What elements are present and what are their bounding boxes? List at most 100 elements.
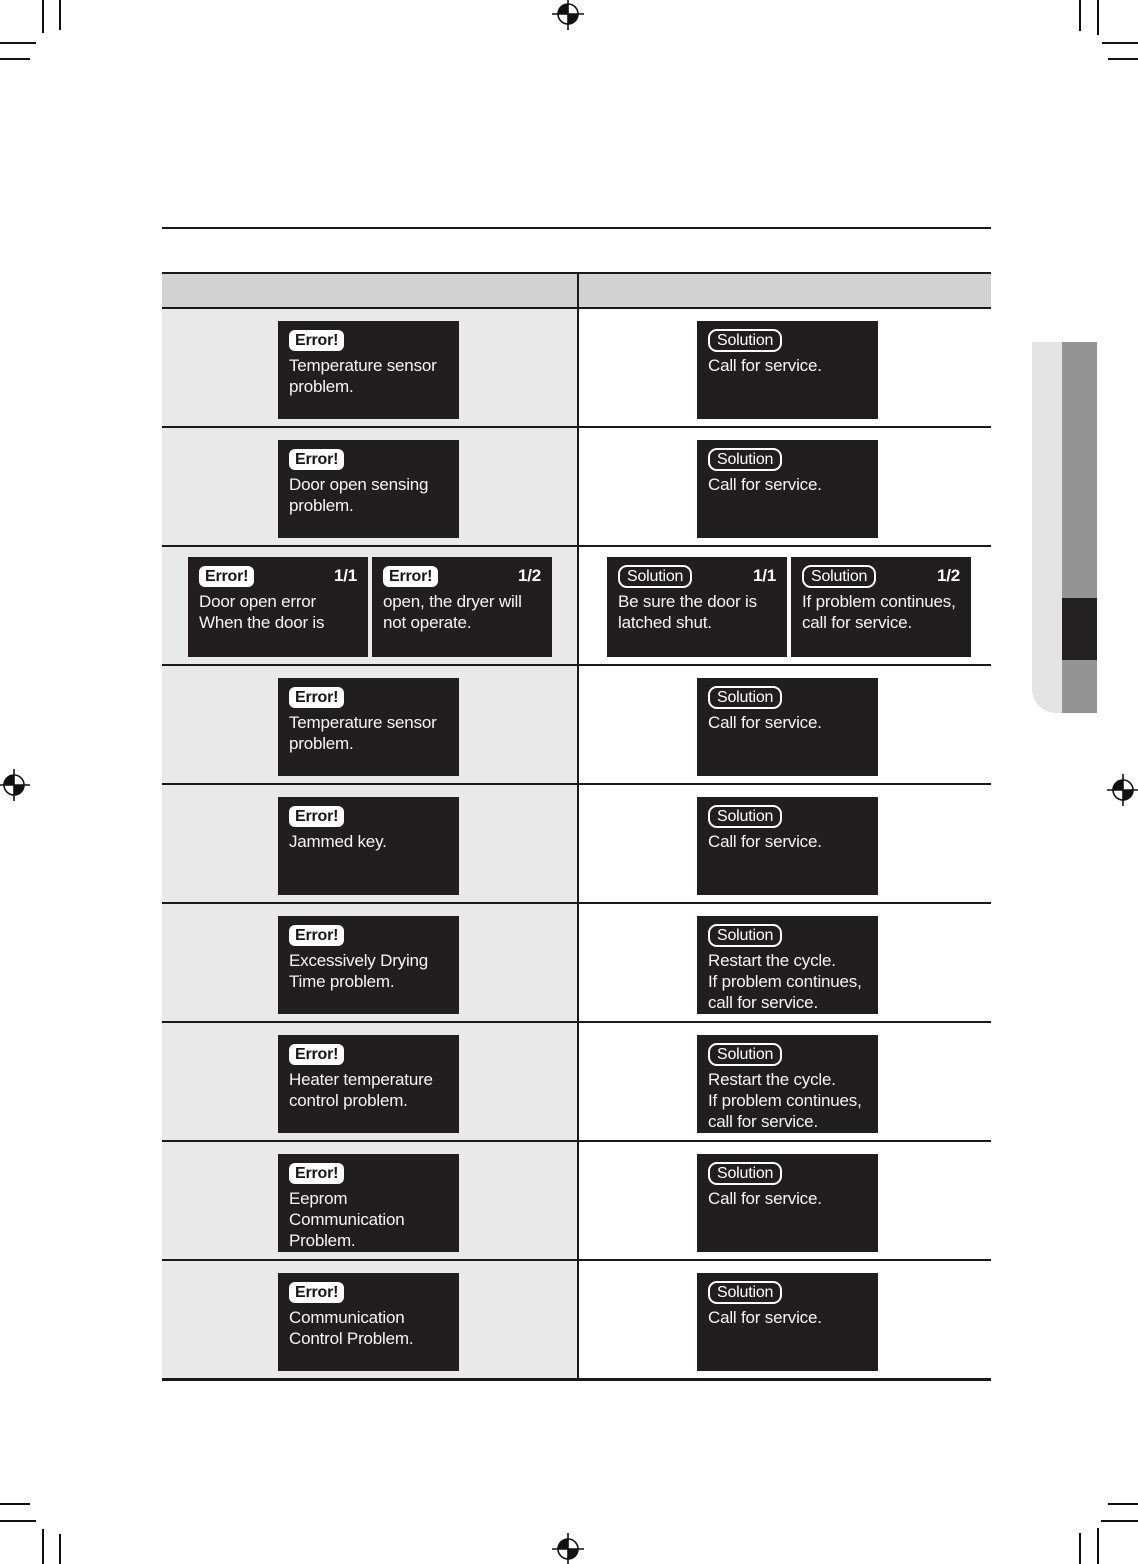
- error-cell: Error! Jammed key.: [162, 785, 577, 902]
- page-edge-tab-section-indicator: [1062, 598, 1097, 660]
- text-line: Jammed key.: [289, 832, 387, 851]
- display-text: If problem continues,call for service.: [802, 591, 960, 633]
- text-line: Control Problem.: [289, 1329, 414, 1348]
- error-badge: Error!: [289, 686, 345, 708]
- error-badge: Error!: [289, 448, 345, 470]
- text-line: not operate.: [383, 613, 472, 632]
- solution-badge: Solution: [708, 804, 783, 828]
- crop-mark: [1097, 1528, 1099, 1564]
- error-display-panel: Error! Temperature sensor problem.: [278, 321, 459, 419]
- display-text: Call for service.: [708, 355, 867, 376]
- display-header: Error!1/1: [199, 564, 357, 588]
- display-text: Restart the cycle.If problem continues,c…: [708, 1069, 867, 1132]
- page-indicator: 1/2: [517, 566, 541, 585]
- crop-mark: [59, 1534, 61, 1564]
- display-header: Solution: [708, 1042, 867, 1066]
- text-line: problem.: [289, 377, 354, 396]
- text-line: Communication: [289, 1210, 405, 1229]
- error-column-header: [162, 274, 577, 307]
- text-line: control problem.: [289, 1091, 408, 1110]
- text-line: If problem continues,: [708, 1091, 862, 1110]
- display-header: Solution: [708, 447, 867, 471]
- text-line: Excessively Drying: [289, 951, 429, 970]
- crop-mark: [0, 42, 36, 44]
- crop-mark: [1079, 1533, 1081, 1564]
- text-line: Temperature sensor: [289, 713, 437, 732]
- crop-mark: [0, 1520, 36, 1522]
- text-line: Be sure the door is: [618, 592, 757, 611]
- display-text: Door open sensing problem.: [289, 474, 448, 516]
- error-badge: Error!: [289, 1162, 345, 1184]
- text-line: open, the dryer will: [383, 592, 522, 611]
- text-line: Problem.: [289, 1231, 356, 1250]
- display-header: Solution: [708, 1161, 867, 1185]
- display-text: Call for service.: [708, 831, 867, 852]
- section-divider-rule: [162, 227, 991, 229]
- text-line: Time problem.: [289, 972, 395, 991]
- display-text: Call for service.: [708, 1188, 867, 1209]
- error-badge: Error!: [289, 329, 345, 351]
- text-line: Temperature sensor: [289, 356, 437, 375]
- display-header: Error!: [289, 447, 448, 471]
- error-cell: Error! Door open sensing problem.: [162, 428, 577, 545]
- crop-mark: [0, 58, 30, 60]
- text-line: Restart the cycle.: [708, 951, 836, 970]
- text-line: Communication: [289, 1308, 405, 1327]
- crop-mark: [0, 1503, 30, 1505]
- display-header: Error!: [289, 923, 448, 947]
- text-line: Call for service.: [708, 1189, 822, 1208]
- display-text: Jammed key.: [289, 831, 448, 852]
- display-header: Error!: [289, 328, 448, 352]
- error-badge: Error!: [289, 924, 345, 946]
- crop-mark: [1101, 1520, 1138, 1522]
- crop-mark: [1079, 0, 1081, 31]
- display-header: Error!: [289, 804, 448, 828]
- registration-mark-icon: [552, 0, 584, 30]
- error-badge: Error!: [199, 565, 255, 587]
- page-indicator: 1/2: [936, 566, 960, 585]
- crop-mark: [1108, 58, 1138, 60]
- solution-badge: Solution: [618, 564, 693, 588]
- text-line: Door open sensing: [289, 475, 429, 494]
- crop-mark: [1108, 1503, 1138, 1505]
- page-edge-tab-inner: [1032, 342, 1062, 713]
- display-text: Temperature sensor problem.: [289, 355, 448, 397]
- page-indicator: 1/1: [752, 566, 776, 585]
- text-line: problem.: [289, 496, 354, 515]
- display-header: Solution: [708, 1280, 867, 1304]
- text-line: If problem continues,: [802, 592, 956, 611]
- table-body: Error! Temperature sensor problem. Solution…: [162, 307, 991, 1378]
- crop-mark: [1102, 42, 1138, 44]
- text-line: Eeprom: [289, 1189, 348, 1208]
- text-line: Call for service.: [708, 713, 822, 732]
- display-text: open, the dryer will not operate.: [383, 591, 541, 633]
- display-header: Error!: [289, 1280, 448, 1304]
- display-header: Error!: [289, 1042, 448, 1066]
- text-line: Call for service.: [708, 356, 822, 375]
- text-line: When the door is: [199, 613, 325, 632]
- error-cell: Error! Temperature sensor problem.: [162, 309, 577, 426]
